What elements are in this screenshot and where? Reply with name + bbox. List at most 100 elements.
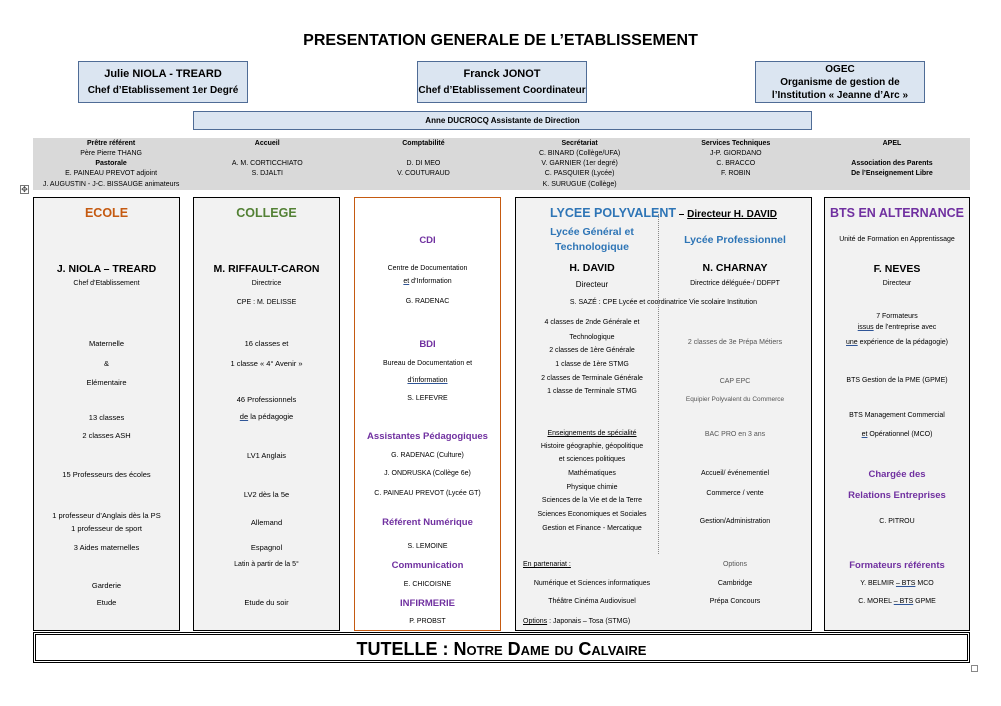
college-title: COLLEGE	[236, 206, 297, 220]
staff-line: F. ROBIN	[720, 170, 751, 178]
referent-line: Y. BELMIR – BTS MCO	[825, 580, 969, 588]
assistante-person: J. ONDRUSKA (Collège 6e)	[384, 470, 471, 477]
staff-apel: APEL Association des Parents De l’Enseig…	[814, 138, 970, 190]
bts-link-une: une	[846, 339, 858, 346]
staff-secretariat: Secrétariat C. BINARD (Collège/UFA) V. G…	[502, 138, 658, 190]
staff-line: E. PAINEAU PREVOT adjoint	[65, 170, 158, 178]
staff-line: Association des Parents	[851, 160, 933, 168]
infirmerie-person: P. PROBST	[409, 618, 446, 625]
college-director-role: Directrice	[251, 280, 282, 287]
college-line: Allemand	[250, 518, 283, 527]
cdi-line: et d’Information	[355, 278, 500, 286]
staff-line: S. DJALTI	[251, 170, 283, 178]
ecole-line: Maternelle	[88, 339, 125, 348]
tutelle-label: TUTELLE :	[356, 639, 454, 659]
pro-line: Prépa Concours	[709, 598, 761, 605]
bts-line-text: Opérationnel (MCO)	[867, 431, 933, 438]
staff-line: J-P. GIORDANO	[709, 150, 762, 158]
bdi-person: S. LEFEVRE	[407, 395, 448, 402]
lycee-director: Directeur H. DAVID	[687, 209, 777, 220]
college-link-de: de	[239, 412, 249, 421]
resize-handle-icon[interactable]	[971, 665, 978, 672]
referents-title: Formateurs référents	[849, 560, 945, 571]
spec-line: Sciences de la Vie et de la Terre	[541, 497, 643, 504]
cdi-line: Centre de Documentation	[387, 265, 468, 272]
partner-line: Numérique et Sciences informatiques	[533, 580, 651, 587]
pro-line: Accueil/ événementiel	[700, 470, 770, 477]
lycee-divider	[658, 214, 659, 554]
college-line: de la pédagogie	[194, 412, 339, 421]
move-handle-icon[interactable]: ✥	[20, 185, 29, 194]
staff-pretre: Prêtre référent Père Pierre THANG Pastor…	[33, 138, 189, 190]
gt-line: 4 classes de 2nde Générale et	[544, 319, 640, 326]
column-lycee: LYCEE POLYVALENT – Directeur H. DAVID Ly…	[515, 197, 812, 631]
staff-line: V. GARNIER (1er degré)	[541, 160, 618, 168]
staff-accueil: Accueil A. M. CORTICCHIATO S. DJALTI	[189, 138, 345, 190]
staff-line: D. DI MEO	[406, 160, 441, 168]
ecole-line: Garderie	[91, 581, 122, 590]
bts-line: 7 Formateurs	[876, 313, 918, 320]
staff-line: De l’Enseignement Libre	[851, 170, 933, 178]
staff-line	[345, 149, 501, 159]
pro-line: Cambridge	[717, 580, 753, 587]
communication-title: Communication	[391, 560, 464, 571]
college-line: Espagnol	[250, 543, 283, 552]
options-text: : Japonais – Tosa (STMG)	[547, 618, 631, 625]
bts-link-et: et	[861, 431, 868, 438]
numerique-person: S. LEMOINE	[407, 543, 448, 550]
relations-title-2: Relations Entreprises	[848, 490, 946, 501]
staff-line	[189, 149, 345, 159]
header-box-ogec: OGEC Organisme de gestion de l’Instituti…	[755, 61, 925, 103]
column-college: COLLEGE M. RIFFAULT-CARON Directrice CPE…	[193, 197, 340, 631]
college-line: Latin à partir de la 5°	[234, 561, 299, 568]
coordinator-name: Franck JONOT	[463, 68, 541, 81]
tutelle-banner: TUTELLE : Notre Dame du Calvaire	[33, 632, 970, 663]
ecole-line: 15 Professeurs des écoles	[62, 470, 151, 479]
staff-services-techniques: Services Techniques J-P. GIORDANO C. BRA…	[658, 138, 814, 190]
lycee-cpe: S. SAZÉ : CPE Lycée et coordinatrice Vie…	[569, 299, 758, 306]
college-cpe: CPE : M. DELISSE	[236, 299, 297, 306]
bts-line-text: de l’entreprise avec	[873, 324, 937, 331]
ecole-line: 13 classes	[88, 413, 125, 422]
ecole-line: 3 Aides maternelles	[73, 543, 140, 552]
assistante-person: G. RADENAC (Culture)	[391, 452, 464, 459]
gt-director-name: H. DAVID	[569, 262, 615, 274]
ecole-line: Etude	[96, 598, 117, 607]
gt-line: Technologique	[569, 334, 615, 341]
page-title: PRESENTATION GENERALE DE L’ETABLISSEMENT	[303, 32, 698, 49]
spec-line: Gestion et Finance - Mercatique	[542, 525, 642, 532]
referent-name: C. MOREL	[858, 598, 894, 605]
pro-line: Commerce / vente	[706, 490, 764, 497]
staff-line: C. BINARD (Collège/UFA)	[538, 150, 621, 158]
ecole-title: ECOLE	[84, 206, 129, 220]
bts-ufa: Unité de Formation en Apprentissage	[839, 236, 955, 243]
ecole-director-name: J. NIOLA – TREARD	[56, 263, 157, 275]
ecole-line: 2 classes ASH	[82, 431, 131, 440]
cdi-link-information: d’information	[407, 377, 448, 384]
college-line-text: la pédagogie	[248, 412, 294, 421]
options-label: Options	[523, 618, 548, 625]
column-ecole: ECOLE J. NIOLA – TREARD Chef d’Etablisse…	[33, 197, 180, 631]
ogec-line2: Organisme de gestion de	[780, 76, 900, 88]
communication-person: E. CHICOISNE	[403, 581, 452, 588]
spec-line: Physique chimie	[566, 484, 618, 491]
staff-line: K. SURUGUE (Collège)	[542, 180, 617, 188]
bts-line-text: expérience de la pédagogie)	[857, 339, 948, 346]
staff-title: Services Techniques	[701, 140, 771, 147]
cdi-line-text: d’Information	[409, 278, 452, 285]
gt-director-role: Directeur	[575, 280, 609, 289]
ecole-director-role: Chef d’Etablissement	[73, 280, 140, 287]
bts-title: BTS EN ALTERNANCE	[829, 206, 965, 220]
pro-line: Options	[722, 561, 748, 568]
college-line: LV2 dès la 5e	[243, 490, 290, 499]
ogec-line1: OGEC	[825, 63, 855, 75]
spec-line: Sciences Economiques et Sociales	[537, 511, 647, 518]
college-line: 1 classe « 4° Avenir »	[230, 359, 303, 368]
bts-line: issus de l’entreprise avec	[825, 324, 969, 332]
spec-line: et sciences politiques	[558, 456, 626, 463]
options-line: Options : Japonais – Tosa (STMG)	[523, 618, 630, 626]
staff-line: Père Pierre THANG	[80, 150, 142, 158]
bts-link-issus: issus	[857, 324, 874, 331]
staff-title: Secrétariat	[561, 140, 598, 147]
staff-comptabilite: Comptabilité D. DI MEO V. COUTURAUD	[345, 138, 501, 190]
